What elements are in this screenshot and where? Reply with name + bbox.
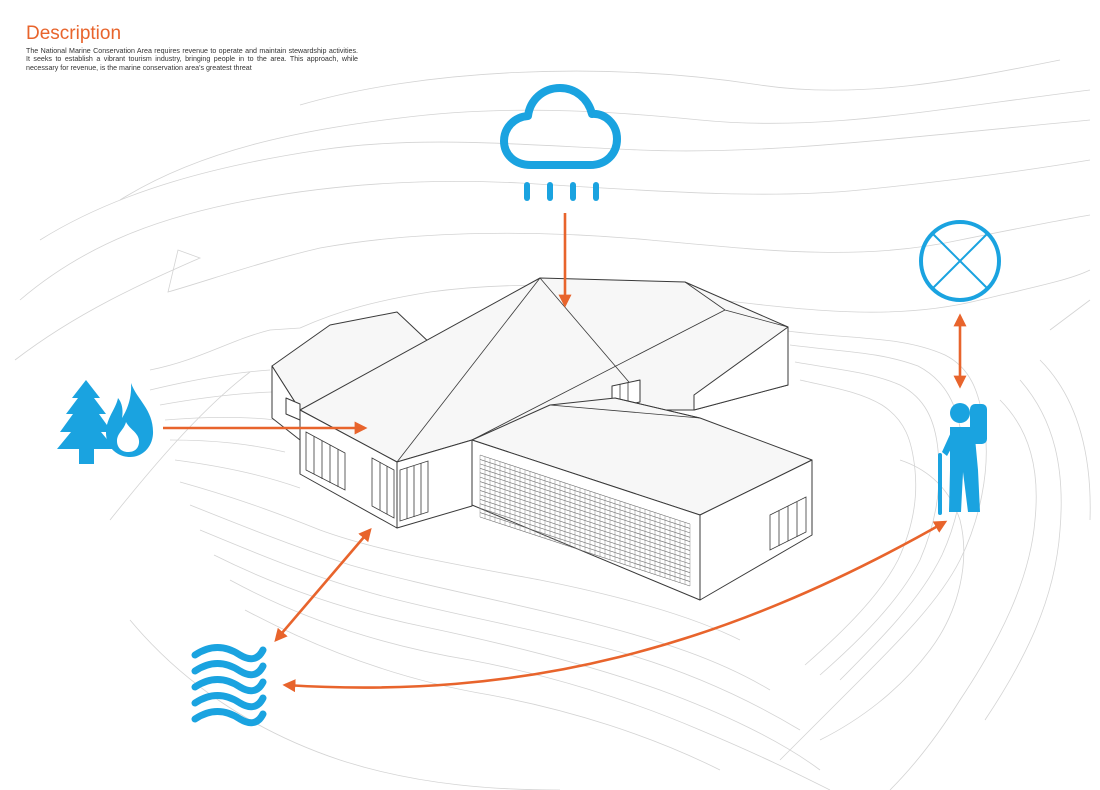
contour-line	[159, 391, 273, 406]
hiker-icon	[938, 403, 987, 515]
wave	[191, 692, 267, 711]
water-hiker-arrow	[282, 520, 948, 693]
hiker-body	[949, 427, 980, 512]
roof-ridge	[549, 404, 701, 419]
contour-line	[164, 416, 276, 421]
cloud-outline	[500, 84, 621, 169]
tree-icon	[57, 380, 115, 449]
contour-line	[174, 459, 301, 489]
description-block: Description The National Marine Conserva…	[26, 22, 358, 72]
description-title: Description	[26, 23, 122, 44]
contour-line	[109, 371, 251, 521]
wave	[191, 676, 267, 695]
roof-ridge	[614, 397, 701, 419]
contour-line	[129, 619, 561, 790]
roof-ridge	[724, 309, 789, 328]
contour-line	[19, 159, 1091, 301]
hiker-arm	[942, 430, 958, 456]
contour-line	[789, 344, 964, 681]
tree-fire-icon	[57, 380, 154, 464]
roof-ridge	[471, 309, 726, 441]
contour-line	[14, 214, 1091, 361]
flame-inner	[117, 422, 140, 452]
circle-x-icon	[919, 220, 1001, 302]
x-stroke	[932, 233, 988, 289]
contour-line	[794, 361, 940, 676]
contour-line	[1049, 299, 1091, 331]
roof-ridge	[539, 277, 641, 396]
contour-line	[213, 554, 821, 771]
roof-ridge	[684, 281, 726, 311]
front-windows	[305, 431, 429, 522]
contour-line	[119, 89, 1091, 201]
description-text: The National Marine Conservation Area re…	[26, 47, 358, 72]
waves-icon	[191, 644, 267, 727]
contour-line	[889, 399, 1037, 790]
contour-line	[244, 609, 721, 771]
window	[305, 431, 346, 491]
contour-line	[799, 379, 917, 666]
tree-trunk	[79, 448, 94, 464]
relationship-arrows	[163, 213, 967, 693]
contour-line	[229, 579, 831, 790]
contour-line	[1039, 359, 1091, 521]
left-wing-opening	[285, 397, 301, 421]
contour-line	[819, 459, 965, 741]
cloud-rain-icon	[500, 84, 621, 201]
contour-line	[984, 379, 1062, 721]
hiker-head	[950, 403, 970, 423]
contour-line	[169, 439, 286, 453]
water-building-arrow	[274, 528, 372, 642]
main-end-wall	[693, 326, 789, 411]
wave	[191, 660, 267, 679]
contour-line	[779, 329, 987, 761]
contour-line	[149, 369, 271, 391]
wave	[191, 644, 267, 663]
circle-outline	[919, 220, 1001, 302]
roof-ridge	[396, 277, 541, 463]
wave	[191, 708, 267, 727]
contour-line	[299, 59, 1061, 106]
